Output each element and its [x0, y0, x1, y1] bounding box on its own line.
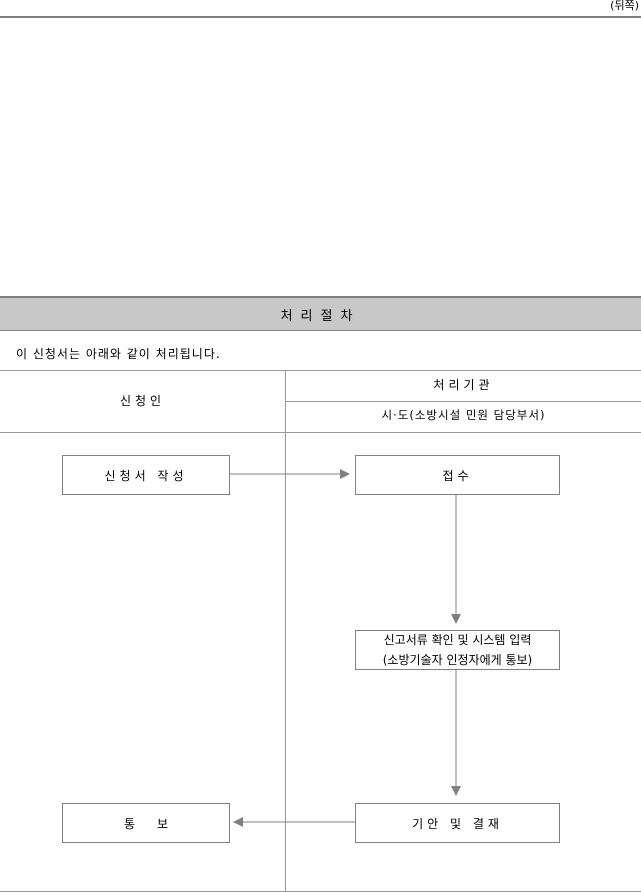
arrowhead-down-1: [451, 614, 461, 624]
step-write-application: 신청서 작성: [62, 455, 230, 495]
top-divider: [0, 16, 641, 18]
column-header-applicant: 신청인: [119, 394, 166, 408]
arrowhead-left: [233, 817, 243, 827]
step-notification: 통보: [62, 803, 230, 843]
procedure-header-band: 처리절차: [0, 296, 641, 331]
column-header-agency: 처리기관: [433, 378, 494, 392]
table-header-bottom-line: [0, 432, 641, 433]
step-receipt: 접수: [355, 455, 560, 495]
procedure-intro: 이 신청서는 아래와 같이 처리됩니다.: [16, 347, 221, 361]
arrowhead-down-2: [451, 786, 461, 796]
column-divider: [285, 370, 286, 892]
page-side-label: (뒤쪽): [610, 0, 639, 12]
step-review-line1: 신고서류 확인 및 시스템 입력: [383, 633, 532, 647]
step-review-and-input: 신고서류 확인 및 시스템 입력 (소방기술자 인정자에게 통보): [355, 630, 560, 670]
procedure-title: 처리절차: [280, 308, 361, 324]
arrowhead-right: [340, 469, 350, 479]
table-bottom-line: [0, 891, 641, 892]
step-review-line2: (소방기술자 인정자에게 통보): [382, 653, 533, 667]
step-draft-approval: 기안 및 결재: [355, 803, 560, 843]
table-top-line: [0, 370, 641, 371]
agency-subheader-line: [286, 401, 641, 402]
column-header-agency-detail: 시·도(소방시설 민원 담당부서): [381, 408, 546, 422]
